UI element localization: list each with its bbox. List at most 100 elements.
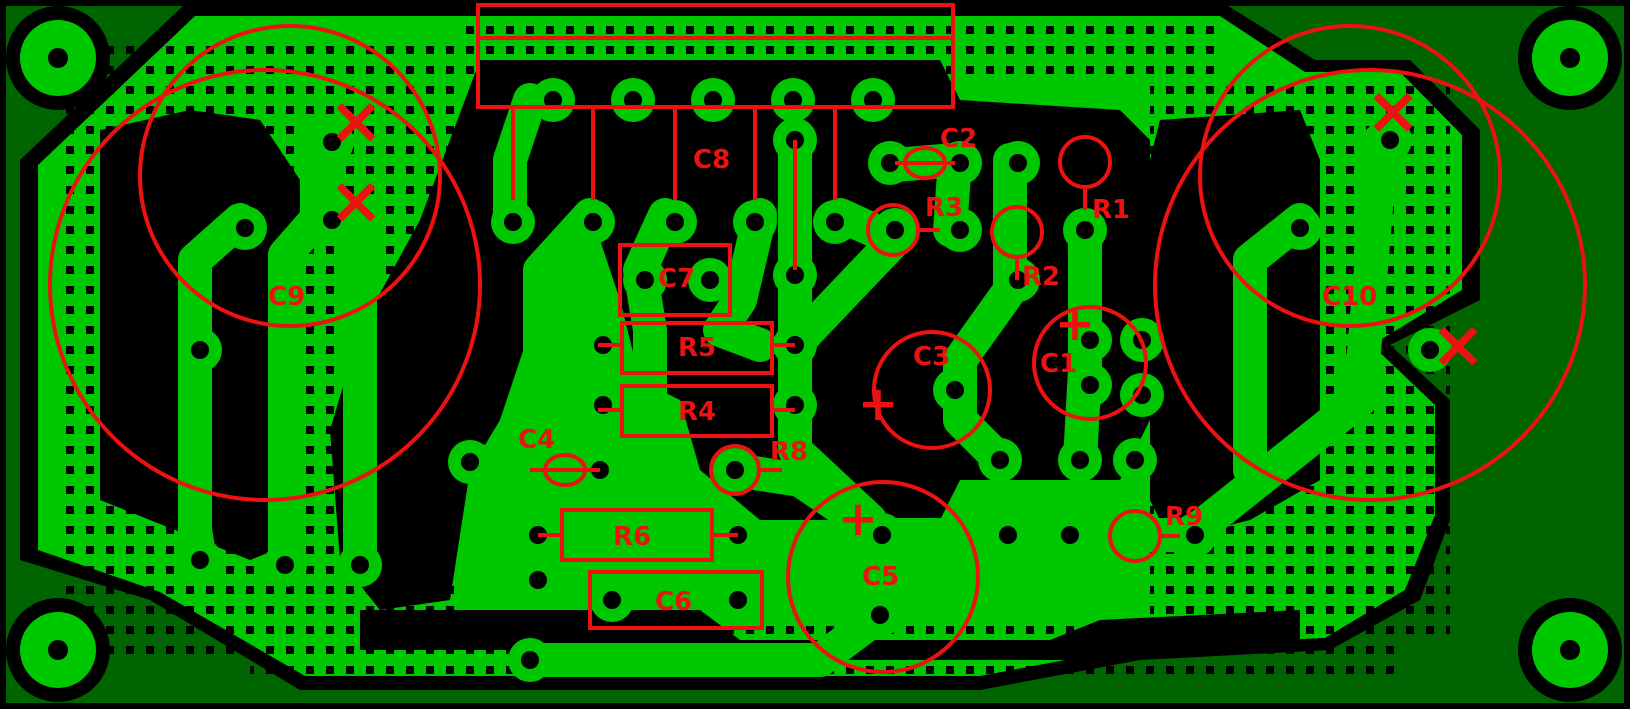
label-c2: C2: [940, 124, 977, 154]
pad: [310, 120, 354, 164]
pad: [938, 208, 982, 252]
cross-mark-c9-top: ×: [328, 82, 383, 159]
pad: [813, 200, 857, 244]
label-r4: R4: [678, 397, 716, 427]
labels: C8 C2 R3 R1 R2 C7 C9 C10 R5 C3 C1 R4 C4 …: [268, 124, 1377, 617]
mounting-hole-bottom-right: [1518, 598, 1622, 702]
label-r9: R9: [1165, 502, 1203, 532]
pad: [1063, 208, 1107, 252]
label-c3: C3: [913, 342, 950, 372]
pad: [310, 198, 354, 242]
label-c7: C7: [658, 264, 695, 294]
pad: [688, 258, 732, 302]
c10-outline-large: [1153, 68, 1587, 502]
pad: [508, 638, 552, 682]
c3-outline: [872, 330, 992, 450]
polarity-marks: + + + × × × ×: [328, 72, 1485, 547]
label-r5: R5: [678, 333, 716, 363]
mounting-hole-bottom-left: [6, 598, 110, 702]
pad: [571, 200, 615, 244]
pad: [691, 78, 735, 122]
label-c4: C4: [518, 425, 555, 455]
pad: [860, 513, 904, 557]
pad: [531, 78, 575, 122]
pad: [858, 593, 902, 637]
pad: [933, 368, 977, 412]
c10-outline-small: [1198, 24, 1502, 328]
pad: [338, 543, 382, 587]
trace-ic-1: [493, 83, 547, 232]
r5-outline: [620, 321, 774, 375]
ic-header-outline: [476, 3, 955, 109]
label-r1: R1: [1092, 195, 1130, 225]
pad: [1058, 438, 1102, 482]
pad: [448, 440, 492, 484]
c6-outline: [588, 570, 764, 630]
trace-ic-2: [493, 198, 607, 597]
cross-mark-c9-mid: ×: [328, 162, 383, 239]
pad: [263, 543, 307, 587]
pad: [713, 448, 757, 492]
pad: [733, 200, 777, 244]
pad: [771, 78, 815, 122]
label-r6: R6: [613, 522, 651, 552]
label-r2: R2: [1022, 262, 1060, 292]
label-c8: C8: [693, 145, 730, 175]
trace-r2: [943, 143, 1027, 477]
pad: [581, 383, 625, 427]
pad: [1408, 328, 1452, 372]
pad: [1368, 118, 1412, 162]
mounting-hole-top-left: [6, 6, 110, 110]
pad: [516, 558, 560, 602]
pad: [1113, 438, 1157, 482]
plus-mark-c3: +: [858, 376, 898, 432]
pad: [868, 141, 912, 185]
pad: [978, 438, 1022, 482]
pad: [873, 208, 917, 252]
pad: [611, 78, 655, 122]
trace-c5-down: [523, 598, 897, 677]
label-c10: C10: [1322, 282, 1377, 312]
pad: [1120, 373, 1164, 417]
pad: [1068, 318, 1112, 362]
label-r8: R8: [770, 437, 808, 467]
label-c6: C6: [655, 587, 692, 617]
cross-mark-c10-right: ×: [1430, 306, 1485, 383]
pad: [178, 328, 222, 372]
label-c1: C1: [1040, 349, 1077, 379]
trace-c9-mid: [268, 118, 337, 582]
trace-r8-c5: [718, 453, 1017, 552]
c9-outline-small: [138, 24, 442, 328]
cross-mark-c10-top: ×: [1365, 72, 1420, 149]
pad: [986, 513, 1030, 557]
c9-outline-large: [48, 68, 482, 502]
pad: [1068, 363, 1112, 407]
c1-outline: [1032, 305, 1148, 421]
plus-mark-c5: +: [838, 491, 878, 547]
plus-mark-c1: +: [1055, 296, 1095, 352]
c5-outline: [786, 480, 980, 674]
pad: [938, 141, 982, 185]
pad: [623, 258, 667, 302]
pad: [1278, 206, 1322, 250]
label-c5: C5: [862, 562, 899, 592]
pad: [1173, 513, 1217, 557]
c7-outline: [618, 243, 732, 317]
mounting-hole-top-right: [1518, 6, 1622, 110]
mounting-holes: [6, 6, 1622, 702]
silkscreen: [48, 3, 1587, 674]
pad: [851, 78, 895, 122]
pad: [178, 538, 222, 582]
pad: [773, 383, 817, 427]
pad: [996, 141, 1040, 185]
label-r3: R3: [925, 193, 963, 223]
pad: [1048, 513, 1092, 557]
pad: [491, 200, 535, 244]
pad: [716, 578, 760, 622]
label-c9: C9: [268, 282, 305, 312]
pad: [223, 206, 267, 250]
pad: [653, 200, 697, 244]
pad: [773, 253, 817, 297]
pad: [590, 578, 634, 622]
